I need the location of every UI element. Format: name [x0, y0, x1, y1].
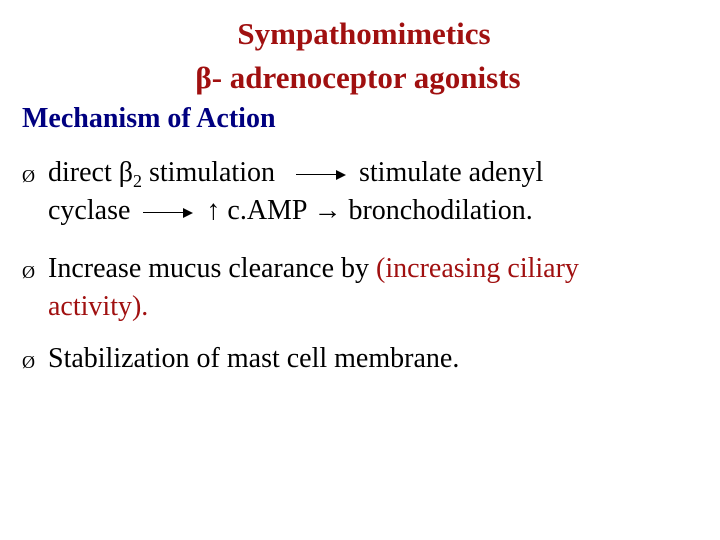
bullet-2-text: Increase mucus clearance by	[48, 253, 377, 284]
bullet-2-highlight: (increasing ciliary	[376, 253, 579, 284]
bullet-2-line-2: activity).	[48, 291, 149, 322]
bullet-3-line-1: Stabilization of mast cell membrane.	[48, 343, 460, 374]
bullet-2-line-1: Increase mucus clearance by (increasing …	[48, 252, 579, 286]
bullet-1-text-d: cyclase	[48, 195, 131, 226]
bullet-arrow-icon: Ø	[22, 352, 35, 372]
long-right-arrow-icon	[295, 169, 346, 181]
bullet-arrow-icon: Ø	[22, 166, 35, 186]
right-arrow-icon: →	[313, 195, 342, 226]
bullet-1-text-b: stimulation	[141, 157, 275, 188]
title-line-1: Sympathomimetics	[237, 16, 491, 51]
bullet-1-text-e: c.AMP	[227, 195, 307, 226]
beta-subscript: 2	[132, 171, 142, 191]
bullet-1-text-c: stimulate adenyl	[358, 157, 544, 188]
title-line-2: β- adrenoceptor agonists	[195, 60, 521, 95]
bullet-1-line-2: cyclase ↑ c.AMP → bronchodilation.	[48, 194, 533, 228]
bullet-1-line-1: direct β2 stimulation stimulate adenyl	[48, 156, 543, 192]
long-right-arrow-icon	[143, 207, 194, 219]
up-arrow-icon: ↑	[206, 195, 221, 226]
bullet-1-text-a: direct β	[48, 157, 133, 188]
bullet-arrow-icon: Ø	[22, 262, 35, 282]
section-heading: Mechanism of Action	[22, 103, 276, 134]
bullet-1-text-f: bronchodilation.	[348, 195, 533, 226]
